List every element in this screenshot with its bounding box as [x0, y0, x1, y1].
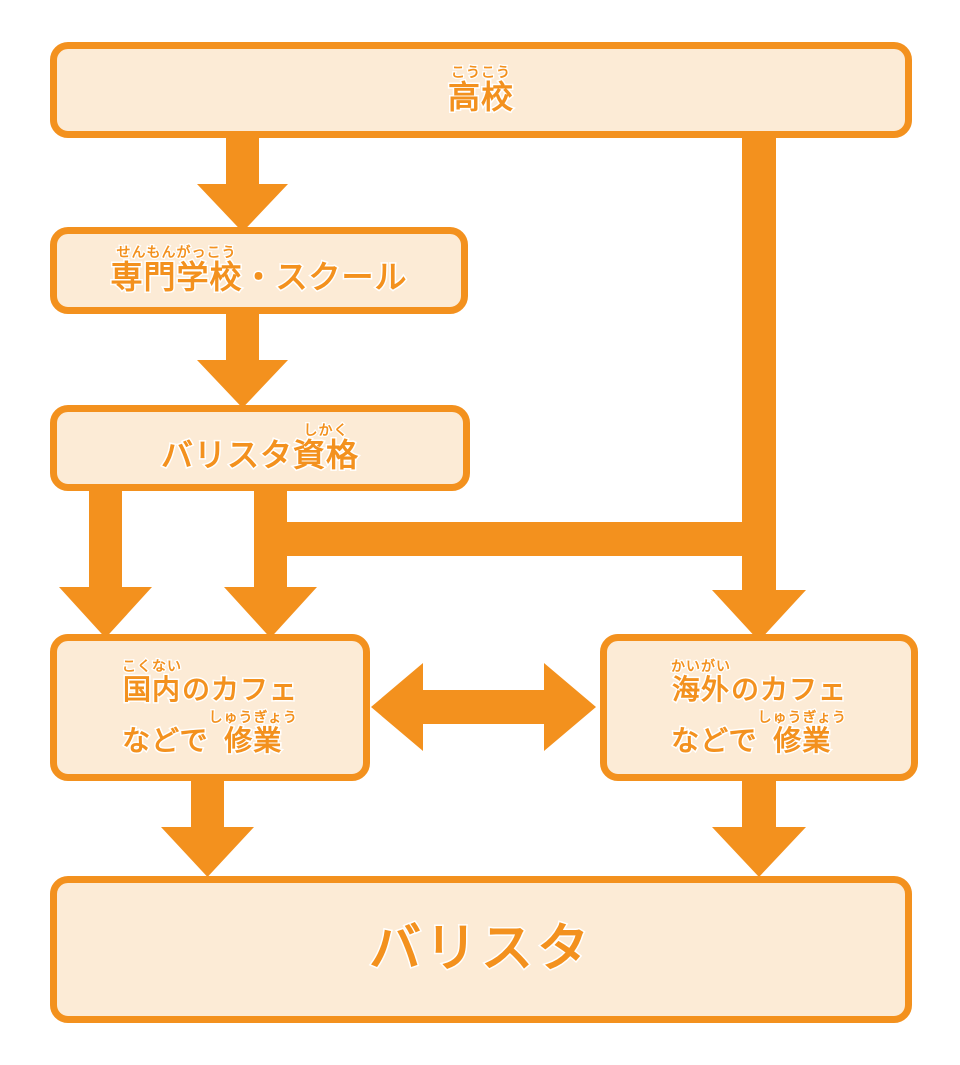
furigana-shugyou-kaigai: しゅうぎょう: [756, 709, 847, 726]
node-senmon-label-tail: ・スクール: [241, 258, 408, 297]
ruby-group-shugyou-kaigai: しゅうぎょう 修業: [756, 709, 847, 757]
arrow-shikaku-to-kokunai-left: [59, 491, 152, 638]
node-kaigai-label-2: 修業: [772, 723, 832, 757]
node-barista[interactable]: バリスタ: [50, 876, 912, 1023]
node-koukou[interactable]: こうこう 高校: [50, 42, 912, 138]
arrow-koukou-to-senmon: [197, 138, 288, 232]
furigana-shugyou-kokunai: しゅうぎょう: [207, 709, 298, 726]
node-barista-label: バリスタ: [367, 919, 593, 980]
arrow-kaigai-to-barista: [712, 781, 806, 877]
ruby-group-kaigai: かいがい 海外: [670, 659, 732, 707]
node-kokunai[interactable]: こくない 国内 のカフェ などで しゅうぎょう 修業: [50, 634, 370, 781]
furigana-shikaku: しかく: [302, 422, 349, 439]
arrow-shikaku-to-kokunai-right: [224, 491, 317, 638]
node-koukou-label: 高校: [446, 77, 514, 116]
node-shikaku-label-head: バリスタ: [159, 435, 293, 474]
node-kaigai-label-1-tail: のカフェ: [729, 673, 847, 707]
node-barista-line: バリスタ: [367, 919, 593, 980]
node-kokunai-line-2: などで しゅうぎょう 修業: [121, 709, 299, 757]
arrow-kokunai-kaigai-bidirectional: [371, 663, 596, 751]
arrow-senmon-to-shikaku: [197, 314, 288, 408]
furigana-kokunai: こくない: [121, 659, 183, 676]
node-kaigai-line-2: などで しゅうぎょう 修業: [670, 709, 848, 757]
node-senmon-line: せんもんがっこう 専門学校 ・スクール: [109, 245, 408, 297]
node-kaigai-label-2-head: などで: [670, 723, 758, 757]
node-kaigai[interactable]: かいがい 海外 のカフェ などで しゅうぎょう 修業: [600, 634, 918, 781]
furigana-koukou: こうこう: [450, 64, 512, 81]
node-kokunai-label-1: 国内: [121, 673, 181, 707]
furigana-kaigai: かいがい: [670, 659, 732, 676]
ruby-group-kokunai: こくない 国内: [121, 659, 183, 707]
node-shikaku[interactable]: バリスタ しかく 資格: [50, 405, 470, 491]
node-senmon-label: 専門学校: [109, 258, 243, 297]
node-kaigai-label-1: 海外: [670, 673, 730, 707]
ruby-group-shugyou-kokunai: しゅうぎょう 修業: [207, 709, 298, 757]
node-kokunai-label-2-head: などで: [121, 723, 209, 757]
node-kokunai-label-2: 修業: [223, 723, 283, 757]
node-koukou-line: こうこう 高校: [446, 64, 514, 116]
ruby-group-senmongakkou: せんもんがっこう 専門学校: [109, 245, 243, 297]
node-kaigai-line-1: かいがい 海外 のカフェ: [670, 659, 848, 707]
node-kokunai-line-1: こくない 国内 のカフェ: [121, 659, 299, 707]
arrow-kokunai-to-barista: [161, 781, 254, 877]
node-kokunai-label-1-tail: のカフェ: [180, 673, 298, 707]
node-shikaku-line: バリスタ しかく 資格: [159, 422, 360, 474]
node-senmon[interactable]: せんもんがっこう 専門学校 ・スクール: [50, 227, 468, 314]
furigana-senmongakkou: せんもんがっこう: [115, 245, 237, 262]
connector-shikaku-to-kaigai-rail: [254, 522, 776, 556]
node-shikaku-label: 資格: [291, 435, 360, 474]
ruby-group-shikaku: しかく 資格: [291, 422, 360, 474]
ruby-group-koukou: こうこう 高校: [446, 64, 514, 116]
arrow-koukou-to-kaigai: [712, 138, 806, 641]
